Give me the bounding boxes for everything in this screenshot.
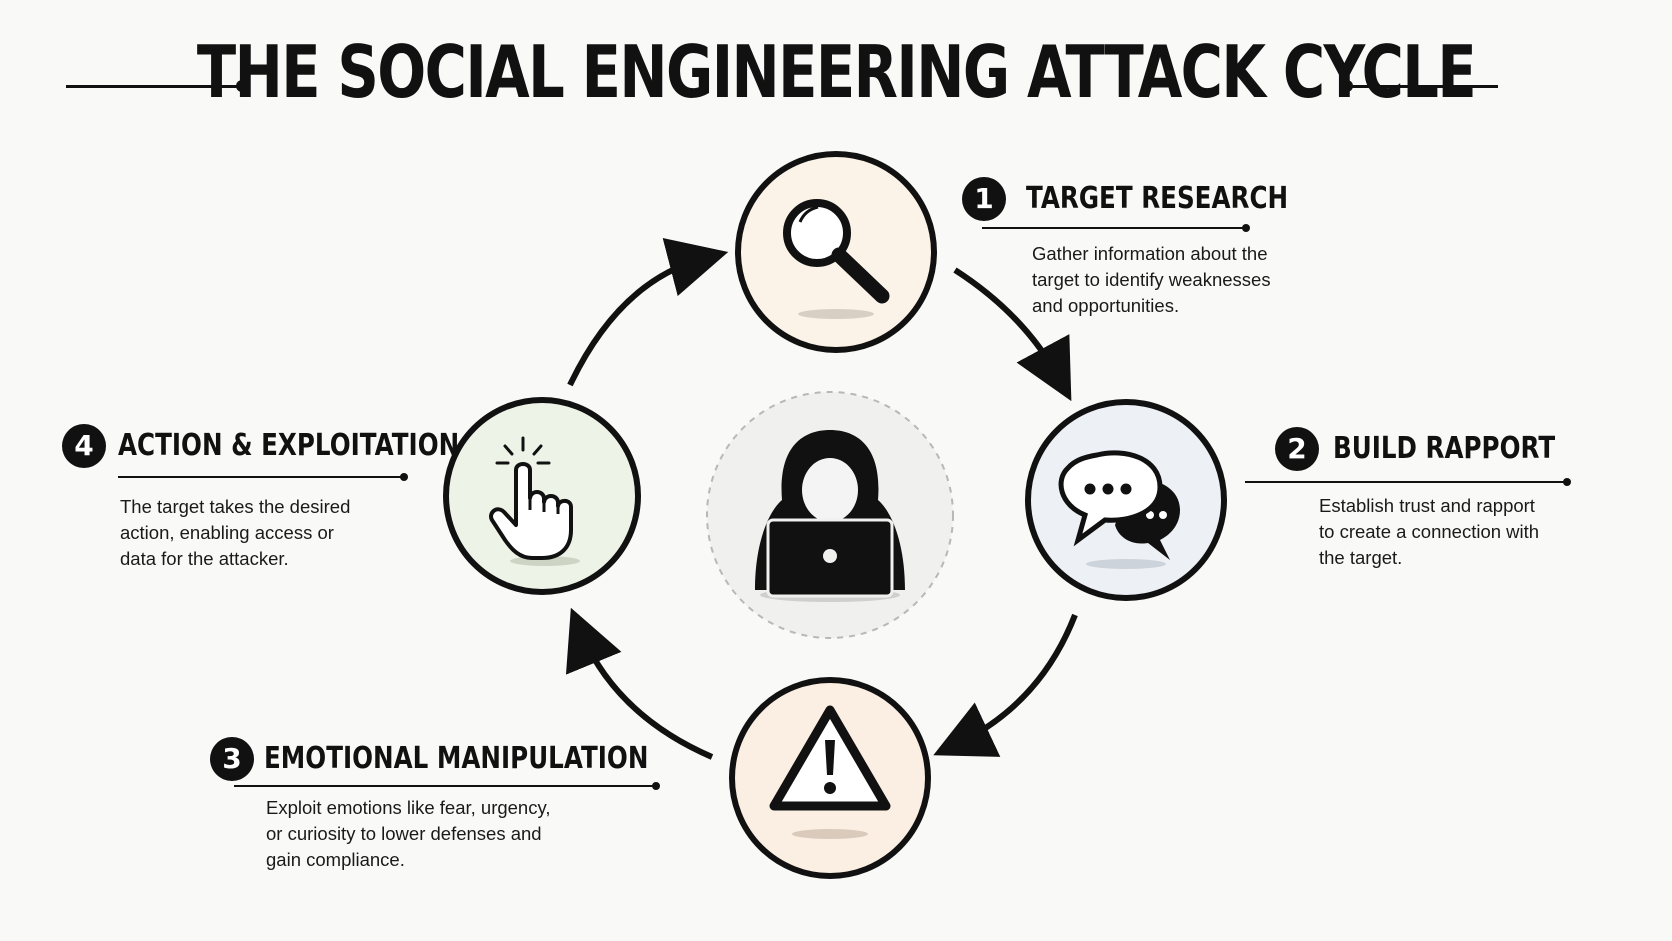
step-4-description: The target takes the desired action, ena… bbox=[120, 494, 410, 572]
step-2-desc-line: the target. bbox=[1319, 547, 1403, 568]
arrow-step4-to-step1 bbox=[567, 237, 729, 387]
title-right-dot bbox=[1341, 80, 1353, 92]
step-4-desc-line: data for the attacker. bbox=[120, 548, 289, 569]
step-1-badge: 1 bbox=[962, 177, 1006, 221]
step-4-node bbox=[443, 397, 641, 595]
step-1-description: Gather information about the target to i… bbox=[1032, 241, 1302, 319]
arrow-step3-to-step4 bbox=[565, 607, 714, 760]
title-left-dot bbox=[236, 80, 248, 92]
step-3-rule-dot bbox=[652, 782, 660, 790]
step-2-rule-dot bbox=[1563, 478, 1571, 486]
pointing-hand-click-icon bbox=[489, 436, 573, 560]
center-hacker bbox=[706, 391, 954, 639]
step-3-desc-line: Exploit emotions like fear, urgency, bbox=[266, 797, 551, 818]
step-4-desc-line: action, enabling access or bbox=[120, 522, 334, 543]
chat-bubbles-icon bbox=[1058, 450, 1180, 560]
magnifying-glass-icon bbox=[783, 199, 890, 304]
step-2-node bbox=[1025, 399, 1227, 601]
step-3-node bbox=[729, 677, 931, 879]
title-left-rule bbox=[66, 85, 240, 88]
step-3-desc-line: or curiosity to lower defenses and bbox=[266, 823, 542, 844]
step-1-desc-line: target to identify weaknesses bbox=[1032, 269, 1271, 290]
step-1-block: 1 TARGET RESEARCH Gather information abo… bbox=[962, 177, 1302, 327]
step-1-rule bbox=[982, 227, 1244, 229]
step-3-block: 3 EMOTIONAL MANIPULATION Exploit emotion… bbox=[210, 737, 680, 887]
step-3-rule bbox=[234, 785, 656, 787]
step-2-description: Establish trust and rapport to create a … bbox=[1319, 493, 1575, 571]
title-right-rule bbox=[1352, 85, 1498, 88]
step-4-title: ACTION & EXPLOITATION bbox=[118, 428, 460, 463]
cycle-arrows bbox=[565, 237, 1078, 760]
step-4-rule bbox=[118, 476, 402, 478]
step-4-badge: 4 bbox=[62, 424, 106, 468]
step-2-block: 2 BUILD RAPPORT Establish trust and rapp… bbox=[1245, 427, 1575, 577]
hooded-hacker-laptop-icon bbox=[755, 430, 905, 602]
step-1-node bbox=[735, 151, 937, 353]
step-2-badge: 2 bbox=[1275, 427, 1319, 471]
step-3-badge: 3 bbox=[210, 737, 254, 781]
warning-triangle-icon bbox=[769, 705, 891, 811]
step-4-block: 4 ACTION & EXPLOITATION The target takes… bbox=[62, 424, 459, 574]
step-2-desc-line: Establish trust and rapport bbox=[1319, 495, 1535, 516]
step-3-title: EMOTIONAL MANIPULATION bbox=[264, 741, 649, 776]
step-4-desc-line: The target takes the desired bbox=[120, 496, 351, 517]
step-2-desc-line: to create a connection with bbox=[1319, 521, 1540, 542]
step-1-desc-line: Gather information about the bbox=[1032, 243, 1268, 264]
step-3-description: Exploit emotions like fear, urgency, or … bbox=[266, 795, 586, 873]
step-3-desc-line: gain compliance. bbox=[266, 849, 405, 870]
step-1-rule-dot bbox=[1242, 224, 1250, 232]
step-2-rule bbox=[1245, 481, 1567, 483]
arrow-step1-to-step2 bbox=[953, 267, 1072, 402]
page-title: THE SOCIAL ENGINEERING ATTACK CYCLE bbox=[196, 30, 1477, 114]
step-1-title: TARGET RESEARCH bbox=[1026, 181, 1289, 216]
step-1-desc-line: and opportunities. bbox=[1032, 295, 1180, 316]
step-2-title: BUILD RAPPORT bbox=[1333, 431, 1556, 466]
step-4-rule-dot bbox=[400, 473, 408, 481]
arrow-step2-to-step3 bbox=[933, 613, 1078, 757]
